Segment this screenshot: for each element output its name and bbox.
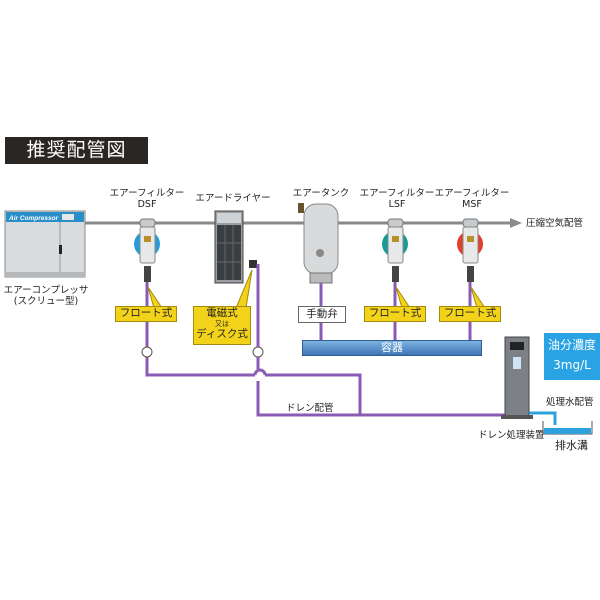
vessel-bar: 容器: [302, 340, 482, 356]
callout-dryer-trap: 電磁式 又は ディスク式: [193, 306, 251, 345]
air-dryer-icon: [214, 210, 257, 284]
treated-water-pipe-label: 処理水配管: [546, 397, 594, 408]
air-compressor-icon: Air Compressor: [4, 210, 86, 278]
arrow-right-icon: [510, 218, 522, 228]
callout-msf-trap: フロート式: [439, 306, 501, 322]
filter-dsf-label: エアーフィルター DSF: [109, 188, 185, 210]
filter-lsf-label: エアーフィルター LSF: [359, 188, 435, 210]
check-valve-icon: [141, 346, 153, 358]
filter-msf-icon: [457, 218, 483, 282]
drain-treatment-unit-icon: [501, 336, 533, 419]
filter-lsf-icon: [382, 218, 408, 282]
oil-concentration-badge: 油分濃度 3mg/L: [544, 333, 600, 380]
tank-label: エアータンク: [292, 188, 350, 199]
drain-ditch-label: 排水溝: [555, 439, 588, 452]
air-tank-icon: [298, 203, 339, 284]
drain-ditch-icon: [542, 421, 593, 435]
callout-tank-valve: 手動弁: [298, 306, 346, 323]
callout-dsf-trap: フロート式: [115, 306, 177, 322]
callout-lsf-trap: フロート式: [364, 306, 426, 322]
dryer-label: エアードライヤー: [195, 193, 271, 204]
compressed-air-pipe-label: 圧縮空気配管: [526, 218, 584, 229]
drain-treatment-unit-label: ドレン処理装置: [478, 430, 545, 441]
filter-dsf-icon: [134, 218, 160, 282]
filter-msf-label: エアーフィルター MSF: [434, 188, 510, 210]
check-valve-icon: [252, 346, 264, 358]
treated-water-pipe: [529, 411, 557, 425]
drain-pipe-label: ドレン配管: [286, 403, 334, 414]
page-title: 推奨配管図: [5, 137, 148, 164]
svg-text:Air Compressor: Air Compressor: [8, 215, 59, 222]
compressor-label: エアーコンプレッサ (スクリュー型): [3, 285, 89, 307]
